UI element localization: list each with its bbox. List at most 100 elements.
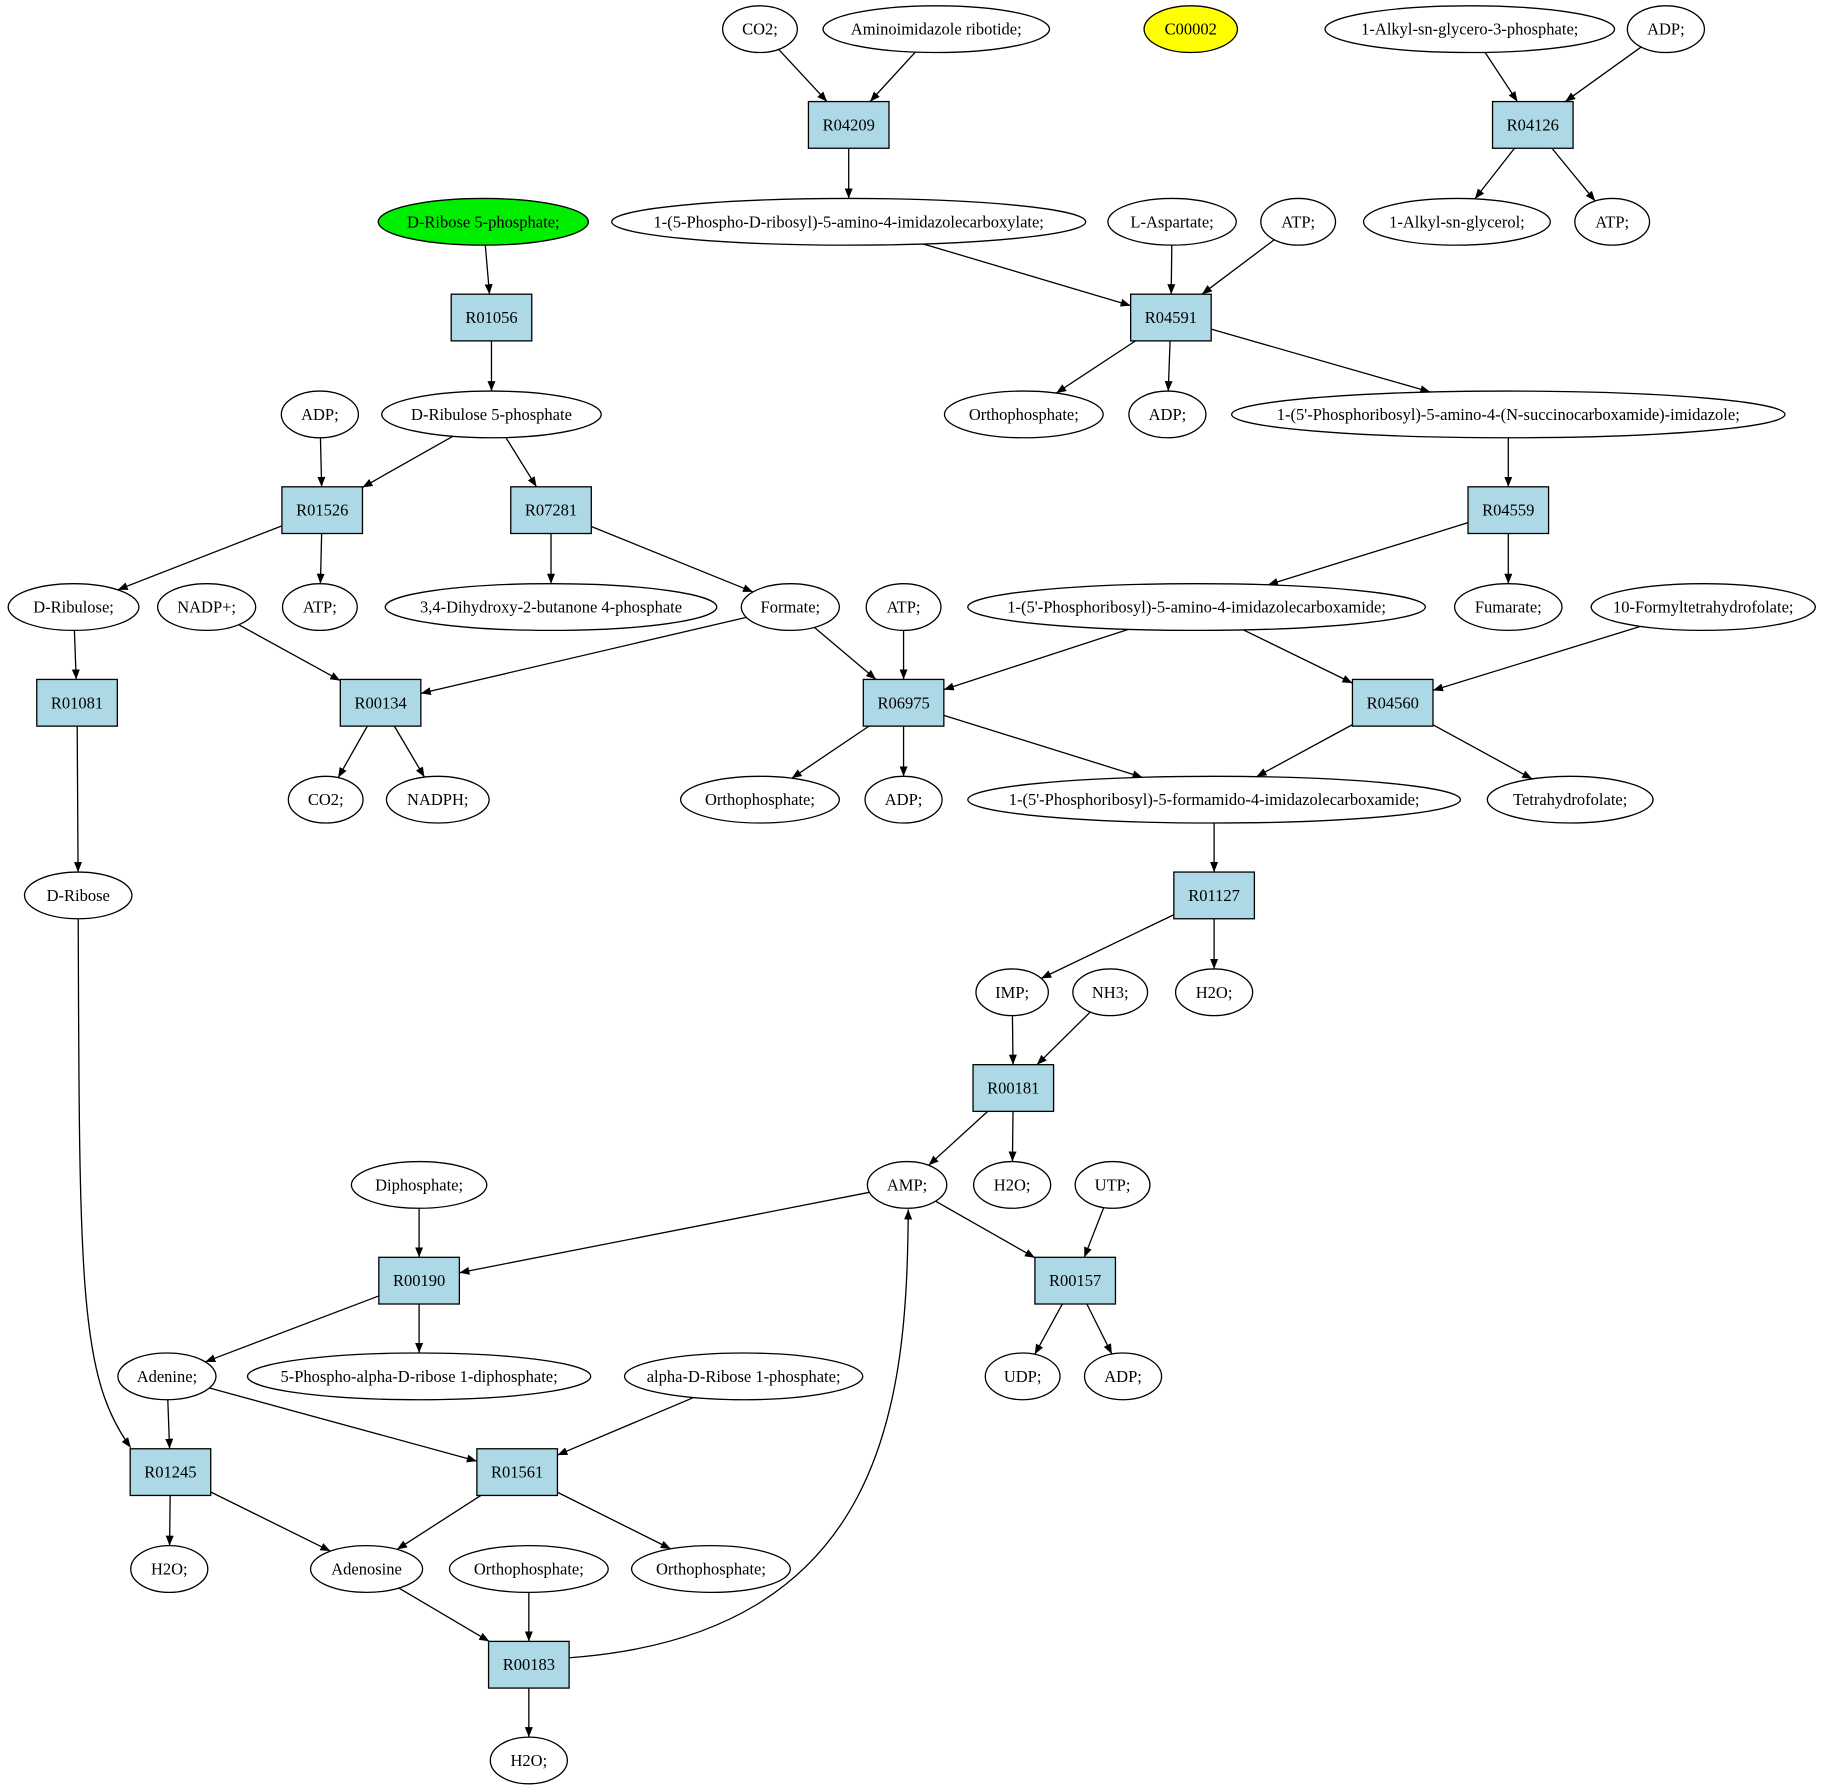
node-label: UTP; xyxy=(1095,1175,1131,1194)
compound-node-utp[interactable]: UTP; xyxy=(1074,1160,1151,1209)
compound-node-adp_591[interactable]: ADP; xyxy=(1128,390,1207,439)
reaction-node-r01526[interactable]: R01526 xyxy=(281,486,364,535)
compound-node-atp_126[interactable]: ATP; xyxy=(1574,197,1651,246)
compound-node-formate[interactable]: Formate; xyxy=(740,583,841,632)
compound-ellipse xyxy=(866,1160,948,1209)
compound-node-pi_591[interactable]: Orthophosphate; xyxy=(943,390,1104,439)
compound-node-aicar[interactable]: 1-(5'-Phosphoribosyl)-5-amino-4-imidazol… xyxy=(967,583,1427,632)
node-label: 10-Formyltetrahydrofolate; xyxy=(1613,598,1794,617)
edge-dru5p-to-r07281 xyxy=(505,437,538,488)
reaction-box xyxy=(476,1448,559,1497)
compound-node-adenine[interactable]: Adenine; xyxy=(117,1352,217,1401)
reaction-node-r01081[interactable]: R01081 xyxy=(36,678,118,727)
compound-ellipse xyxy=(975,968,1049,1017)
compound-node-imp[interactable]: IMP; xyxy=(975,968,1049,1017)
compound-node-nadp[interactable]: NADP+; xyxy=(156,583,257,632)
reaction-node-r04591[interactable]: R04591 xyxy=(1129,293,1212,342)
compound-node-thf[interactable]: Tetrahydrofolate; xyxy=(1486,775,1654,824)
compound-node-dribose[interactable]: D-Ribose xyxy=(23,871,133,920)
compound-node-saicar[interactable]: 1-(5'-Phosphoribosyl)-5-amino-4-(N-succi… xyxy=(1230,390,1786,439)
compound-node-diphosphate[interactable]: Diphosphate; xyxy=(350,1160,488,1209)
edge-nadp-to-r00134 xyxy=(238,624,341,682)
edge-formate-to-r06975 xyxy=(813,626,877,680)
compound-node-co2_top[interactable]: CO2; xyxy=(721,5,798,54)
compound-node-atp_6975[interactable]: ATP; xyxy=(865,583,942,632)
reaction-node-r01561[interactable]: R01561 xyxy=(476,1448,559,1497)
compound-node-pi_6975[interactable]: Orthophosphate; xyxy=(679,775,841,824)
compound-node-air[interactable]: Aminoimidazole ribotide; xyxy=(822,5,1051,54)
compound-ellipse xyxy=(972,1160,1052,1209)
reaction-box xyxy=(487,1640,570,1689)
compound-ellipse xyxy=(156,583,257,632)
compound-node-h2o_1127[interactable]: H2O; xyxy=(1174,968,1254,1017)
reaction-node-r00190[interactable]: R00190 xyxy=(378,1256,461,1305)
compound-node-dru5p[interactable]: D-Ribulose 5-phosphate xyxy=(381,390,602,439)
compound-node-adp_6975[interactable]: ADP; xyxy=(864,775,943,824)
edge-r04591-to-pi_591 xyxy=(1055,340,1136,394)
reaction-node-r00183[interactable]: R00183 xyxy=(487,1640,570,1689)
compound-node-faicar[interactable]: 1-(5'-Phosphoribosyl)-5-formamido-4-imid… xyxy=(967,775,1462,824)
reaction-box xyxy=(972,1064,1055,1113)
node-label: UDP; xyxy=(1004,1367,1042,1386)
edge-amp-to-r00190 xyxy=(459,1191,870,1275)
compound-ellipse xyxy=(350,1160,488,1209)
reaction-box xyxy=(378,1256,461,1305)
node-label: R04560 xyxy=(1367,693,1419,712)
compound-node-alkylglycerol[interactable]: 1-Alkyl-sn-glycerol; xyxy=(1362,197,1551,246)
compound-node-atp_1526[interactable]: ATP; xyxy=(281,583,358,632)
compound-node-udp[interactable]: UDP; xyxy=(984,1352,1061,1401)
reaction-node-r01245[interactable]: R01245 xyxy=(129,1448,212,1497)
compound-node-fumarate[interactable]: Fumarate; xyxy=(1453,583,1563,632)
compound-node-adenosine[interactable]: Adenosine xyxy=(309,1545,424,1594)
compound-ellipse xyxy=(117,1352,217,1401)
reaction-node-r04209[interactable]: R04209 xyxy=(807,100,890,149)
reaction-node-r00134[interactable]: R00134 xyxy=(339,678,422,727)
compound-ellipse xyxy=(967,775,1462,824)
edge-r00134-to-co2_134 xyxy=(337,725,368,778)
compound-ellipse xyxy=(1072,968,1149,1017)
reaction-node-r04126[interactable]: R04126 xyxy=(1491,100,1574,149)
compound-node-adp_top[interactable]: ADP; xyxy=(1626,5,1706,54)
reaction-node-r00181[interactable]: R00181 xyxy=(972,1064,1055,1113)
compound-node-caair[interactable]: 1-(5-Phospho-D-ribosyl)-5-amino-4-imidaz… xyxy=(611,197,1087,246)
compound-node-adp_157[interactable]: ADP; xyxy=(1083,1352,1163,1401)
reaction-box xyxy=(281,486,364,535)
compound-node-h2o_1245[interactable]: H2O; xyxy=(130,1545,209,1594)
edge-fthf-to-r04560 xyxy=(1432,625,1641,692)
node-label: AMP; xyxy=(887,1175,927,1194)
compound-node-ar1p[interactable]: alpha-D-Ribose 1-phosphate; xyxy=(623,1352,864,1401)
node-label: Diphosphate; xyxy=(375,1175,463,1194)
node-label: Orthophosphate; xyxy=(705,790,815,809)
reaction-node-r04559[interactable]: R04559 xyxy=(1467,486,1550,535)
compound-node-asp[interactable]: L-Aspartate; xyxy=(1107,197,1237,246)
reaction-node-r01127[interactable]: R01127 xyxy=(1173,871,1256,920)
compound-node-h2o_183[interactable]: H2O; xyxy=(489,1736,569,1785)
compound-node-co2_134[interactable]: CO2; xyxy=(287,775,364,824)
reaction-node-r00157[interactable]: R00157 xyxy=(1034,1256,1117,1305)
reaction-node-r07281[interactable]: R07281 xyxy=(510,486,592,535)
edge-r06975-to-pi_6975 xyxy=(791,725,870,779)
compound-node-c00002[interactable]: C00002 xyxy=(1143,5,1239,54)
reaction-box xyxy=(1034,1256,1117,1305)
compound-node-atp_591[interactable]: ATP; xyxy=(1260,197,1337,246)
edge-r01526-to-dribulose xyxy=(117,525,283,591)
compound-node-dr5p[interactable]: D-Ribose 5-phosphate; xyxy=(377,197,590,246)
node-label: R04126 xyxy=(1507,115,1559,134)
compound-node-nadph[interactable]: NADPH; xyxy=(385,775,490,824)
compound-ellipse xyxy=(1128,390,1207,439)
compound-node-pi_183[interactable]: Orthophosphate; xyxy=(448,1545,609,1594)
compound-node-dhbp[interactable]: 3,4-Dihydroxy-2-butanone 4-phosphate xyxy=(384,583,718,632)
compound-node-h2o_181[interactable]: H2O; xyxy=(972,1160,1052,1209)
reaction-node-r06975[interactable]: R06975 xyxy=(862,678,945,727)
compound-node-amp[interactable]: AMP; xyxy=(866,1160,948,1209)
compound-node-pi_1561[interactable]: Orthophosphate; xyxy=(630,1545,791,1594)
node-label: R01526 xyxy=(296,501,348,520)
compound-node-adp_1526[interactable]: ADP; xyxy=(280,390,360,439)
compound-node-nh3[interactable]: NH3; xyxy=(1072,968,1149,1017)
reaction-node-r01056[interactable]: R01056 xyxy=(450,293,533,342)
reaction-node-r04560[interactable]: R04560 xyxy=(1351,678,1434,727)
compound-node-dribulose[interactable]: D-Ribulose; xyxy=(7,583,140,632)
compound-node-prpp[interactable]: 5-Phospho-alpha-D-ribose 1-diphosphate; xyxy=(246,1352,592,1401)
compound-node-fthf[interactable]: 10-Formyltetrahydrofolate; xyxy=(1590,583,1816,632)
compound-node-alkyl_g3p[interactable]: 1-Alkyl-sn-glycero-3-phosphate; xyxy=(1324,5,1616,54)
